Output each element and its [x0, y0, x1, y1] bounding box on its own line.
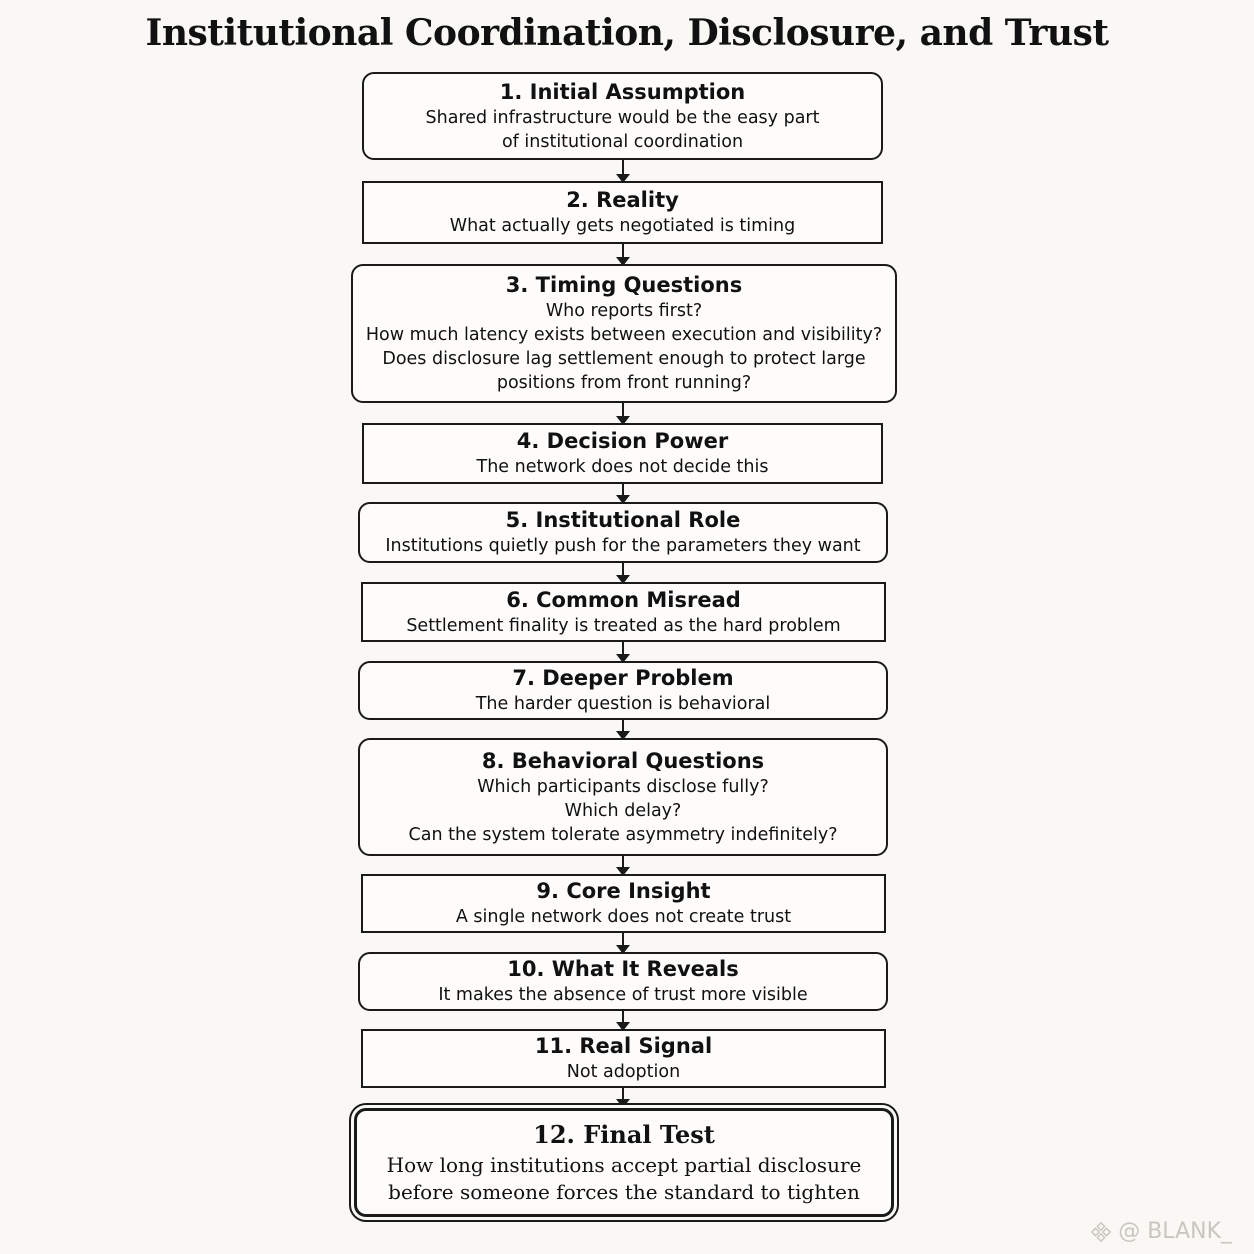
step-heading: 11. Real Signal [534, 1034, 713, 1058]
step-text: What actually gets negotiated is timing [449, 216, 796, 236]
step-heading: 12. Final Test [533, 1120, 715, 1149]
step-6-common-misread: 6. Common Misread Settlement finality is… [361, 582, 886, 642]
step-4-decision-power: 4. Decision Power The network does not d… [362, 423, 883, 484]
flow-arrow [616, 933, 630, 954]
flow-arrow [616, 160, 630, 183]
step-text: positions from front running? [496, 373, 752, 393]
step-heading: 2. Reality [566, 188, 679, 212]
step-text: Not adoption [566, 1062, 681, 1082]
binance-logo-icon [1090, 1221, 1112, 1243]
step-text: Institutions quietly push for the parame… [385, 536, 861, 556]
flow-arrow [616, 642, 630, 663]
step-text: Does disclosure lag settlement enough to… [382, 349, 866, 369]
step-heading: 10. What It Reveals [507, 957, 739, 981]
step-text: Settlement finality is treated as the ha… [406, 615, 841, 636]
step-heading: 6. Common Misread [506, 587, 741, 612]
step-text: of institutional coordination [501, 131, 744, 152]
step-9-core-insight: 9. Core Insight A single network does no… [361, 874, 886, 933]
step-12-final-test: 12. Final Test How long institutions acc… [354, 1108, 894, 1217]
flow-arrow [616, 244, 630, 266]
step-11-real-signal: 11. Real Signal Not adoption [361, 1029, 886, 1088]
step-text: Shared infrastructure would be the easy … [425, 107, 820, 128]
flow-arrow [616, 403, 630, 425]
step-heading: 8. Behavioral Questions [481, 748, 765, 773]
step-text: How much latency exists between executio… [365, 325, 883, 345]
step-10-what-it-reveals: 10. What It Reveals It makes the absence… [358, 952, 888, 1011]
step-text: It makes the absence of trust more visib… [438, 985, 808, 1005]
flow-arrow [616, 856, 630, 876]
step-text: The network does not decide this [476, 457, 769, 477]
step-text: Who reports first? [545, 301, 703, 321]
watermark: @ BLANK_ [1090, 1219, 1232, 1244]
step-heading: 1. Initial Assumption [499, 79, 746, 104]
step-8-behavioral-questions: 8. Behavioral Questions Which participan… [358, 738, 888, 856]
flow-arrow [616, 720, 630, 740]
flow-arrow [616, 563, 630, 584]
step-1-initial-assumption: 1. Initial Assumption Shared infrastruct… [362, 72, 883, 160]
step-text: Which delay? [564, 800, 682, 821]
step-5-institutional-role: 5. Institutional Role Institutions quiet… [358, 502, 888, 563]
step-heading: 5. Institutional Role [505, 508, 741, 532]
step-heading: 3. Timing Questions [505, 273, 743, 297]
step-heading: 9. Core Insight [536, 879, 711, 903]
step-text: A single network does not create trust [455, 907, 792, 927]
step-text: The harder question is behavioral [475, 694, 771, 714]
step-heading: 7. Deeper Problem [512, 666, 734, 690]
step-text: How long institutions accept partial dis… [386, 1153, 862, 1177]
step-text: Which participants disclose fully? [477, 776, 769, 797]
flow-arrow [616, 1088, 630, 1108]
step-text: before someone forces the standard to ti… [388, 1180, 860, 1204]
flow-arrow [616, 484, 630, 504]
diagram-title: Institutional Coordination, Disclosure, … [145, 12, 1109, 54]
step-2-reality: 2. Reality What actually gets negotiated… [362, 181, 883, 244]
step-3-timing-questions: 3. Timing Questions Who reports first? H… [351, 264, 897, 403]
flow-arrow [616, 1011, 630, 1031]
step-7-deeper-problem: 7. Deeper Problem The harder question is… [358, 661, 888, 720]
step-heading: 4. Decision Power [516, 429, 729, 453]
watermark-text: @ BLANK_ [1118, 1219, 1232, 1244]
step-text: Can the system tolerate asymmetry indefi… [408, 824, 838, 845]
